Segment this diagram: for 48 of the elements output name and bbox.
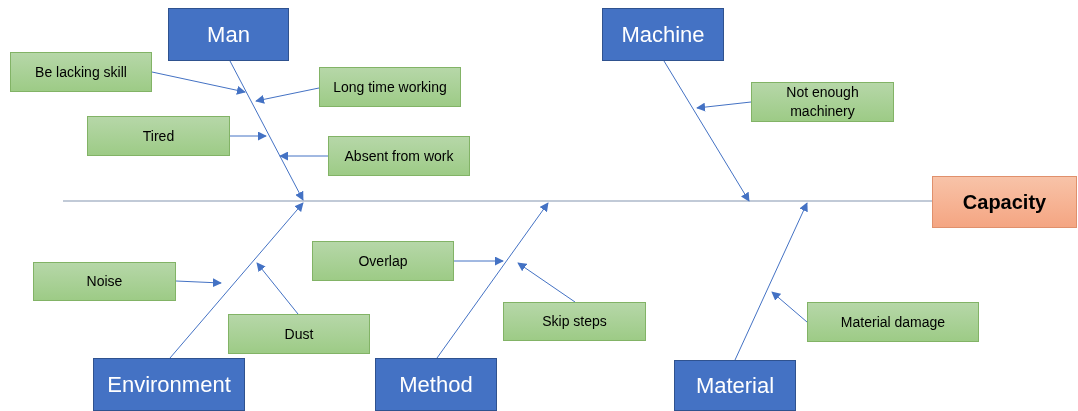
category-box	[602, 8, 724, 61]
node-label: Environment	[107, 371, 231, 399]
arrow	[734, 202, 808, 361]
cause-box	[87, 116, 230, 156]
arrow	[453, 256, 504, 266]
arrow	[663, 60, 750, 202]
cause-box	[228, 314, 370, 354]
cause-box	[312, 241, 454, 281]
arrow	[151, 71, 246, 95]
category-box	[93, 358, 245, 411]
arrow	[517, 262, 576, 303]
node-label: Method	[399, 371, 473, 399]
node-label: Long time working	[333, 77, 447, 97]
arrow	[696, 101, 752, 112]
arrow	[771, 291, 808, 323]
node-label: Be lacking skill	[35, 62, 127, 82]
arrow	[256, 262, 299, 315]
category-box	[375, 358, 497, 411]
node-label: Material	[695, 372, 775, 400]
cause-box	[751, 82, 894, 122]
category-box	[674, 360, 796, 411]
arrow	[229, 131, 267, 141]
node-label: Not enough machinery	[785, 83, 860, 121]
arrow	[255, 87, 320, 104]
node-label: Overlap	[358, 251, 408, 271]
arrow	[436, 202, 549, 359]
node-label: Machine	[621, 21, 705, 49]
cause-box	[33, 262, 176, 301]
arrow	[175, 278, 222, 288]
cause-box	[10, 52, 152, 92]
node-label: Material damage	[840, 312, 946, 332]
spine-line	[62, 200, 933, 202]
category-box	[168, 8, 289, 61]
cause-box	[328, 136, 470, 176]
node-label: Absent from work	[344, 146, 454, 166]
node-label: Tired	[142, 126, 175, 146]
effect-box	[932, 176, 1077, 228]
cause-box	[319, 67, 461, 107]
node-label: Man	[207, 21, 250, 49]
cause-box	[503, 302, 646, 341]
node-label: Capacity	[962, 190, 1047, 215]
node-label: Skip steps	[542, 312, 607, 331]
node-label: Dust	[284, 324, 314, 344]
arrow	[279, 151, 329, 161]
cause-box	[807, 302, 979, 342]
node-label: Noise	[86, 272, 123, 291]
arrow	[229, 60, 304, 201]
arrow	[169, 202, 304, 359]
